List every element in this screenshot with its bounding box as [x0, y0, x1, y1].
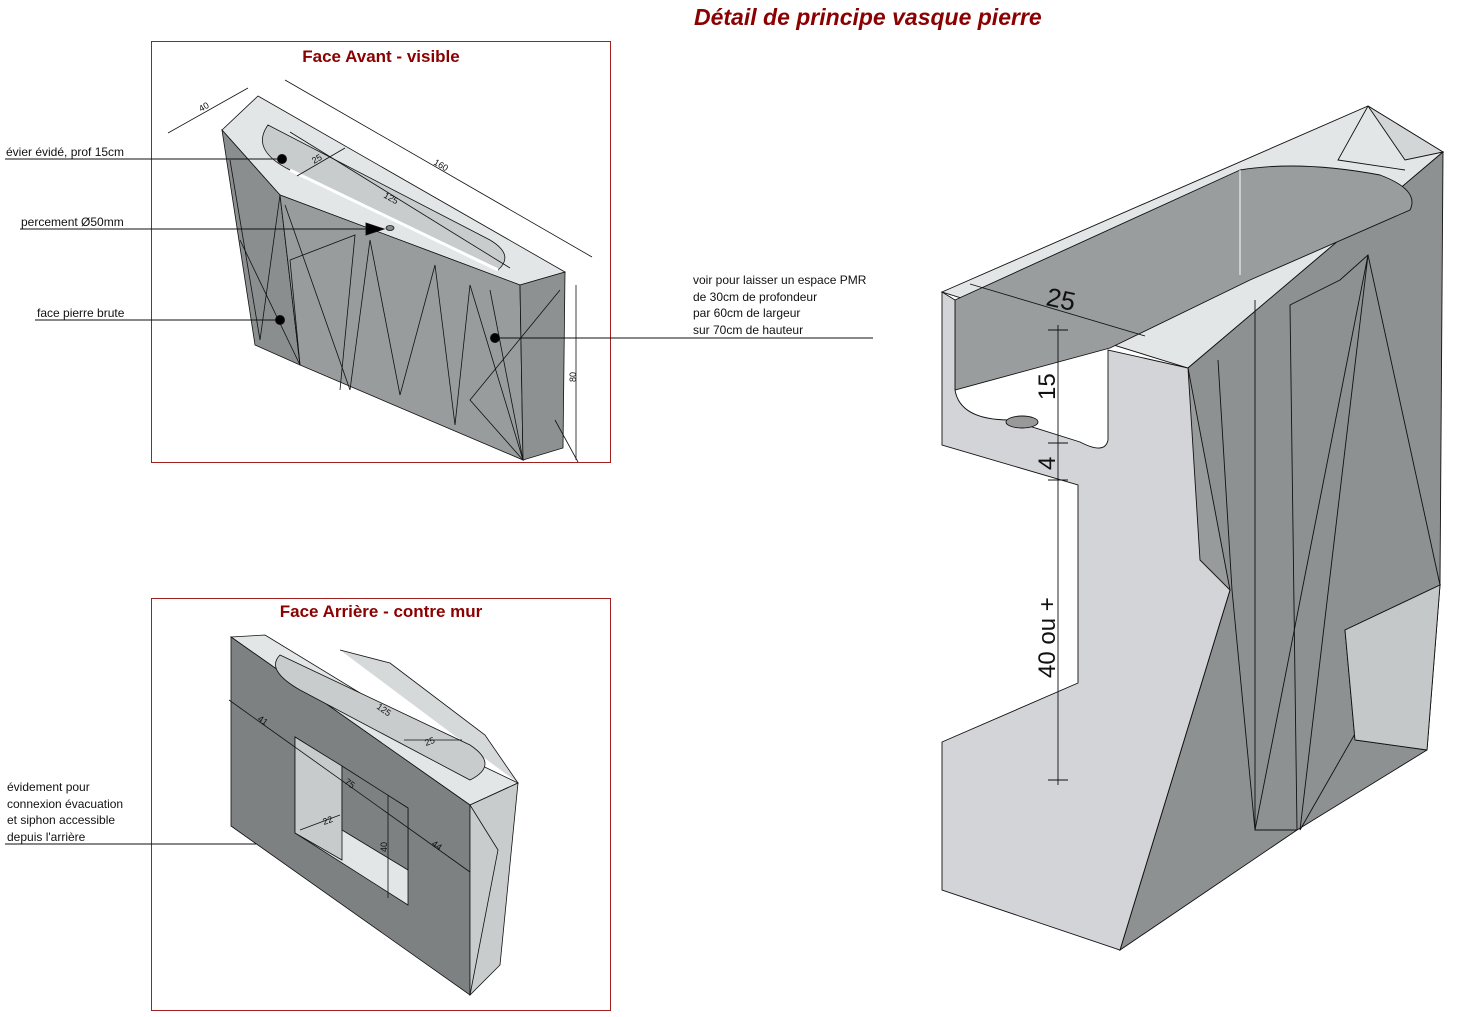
back-view-drawing: [228, 634, 519, 996]
back-dim-opening-height: 40: [379, 842, 389, 852]
back-dim-opening-depth: 22: [321, 814, 334, 827]
note-pmr: voir pour laisser un espace PMR de 30cm …: [693, 272, 866, 338]
note-pmr-line: de 30cm de profondeur: [693, 289, 818, 304]
note-pmr-line: voir pour laisser un espace PMR: [693, 273, 867, 287]
note-recess-line: évidement pour: [7, 780, 90, 794]
front-dim-length: 160: [432, 157, 450, 173]
back-view-title: Face Arrière - contre mur: [279, 602, 483, 621]
note-sink: évier évidé, prof 15cm: [6, 145, 125, 159]
note-recess-line: depuis l'arrière: [7, 829, 86, 844]
note-pmr-line: sur 70cm de hauteur: [693, 322, 804, 337]
front-dim-depth: 40: [197, 100, 211, 114]
back-dim-right-offset: 44: [430, 838, 444, 852]
section-dim-clearance: 40 ou +: [1034, 597, 1061, 678]
note-recess-line: et siphon accessible: [7, 813, 116, 827]
front-dim-basin-width: 25: [310, 152, 324, 166]
back-dim-opening-width: 75: [343, 776, 357, 790]
back-dim-basin-width: 25: [423, 735, 436, 748]
front-view-title: Face Avant - visible: [302, 47, 460, 66]
note-hole: percement Ø50mm: [21, 215, 124, 229]
section-dim-basin-depth: 15: [1034, 373, 1061, 400]
page-title: Détail de principe vasque pierre: [694, 4, 1042, 30]
note-recess: évidement pour connexion évacuation et s…: [7, 779, 123, 845]
back-view-frame: Face Arrière - contre mur: [151, 598, 611, 1011]
section-view-drawing: [940, 105, 1445, 952]
front-view-frame: Face Avant - visible: [151, 41, 611, 463]
section-dim-width: 25: [1044, 282, 1079, 317]
note-pmr-line: par 60cm de largeur: [693, 306, 801, 320]
note-stone-face: face pierre brute: [37, 306, 125, 320]
front-view-drawing: [167, 79, 593, 463]
back-dim-left-offset: 41: [256, 713, 270, 727]
note-recess-line: connexion évacuation: [7, 796, 124, 811]
section-dim-bottom: 4: [1034, 457, 1061, 470]
front-dim-height: 80: [568, 372, 578, 382]
